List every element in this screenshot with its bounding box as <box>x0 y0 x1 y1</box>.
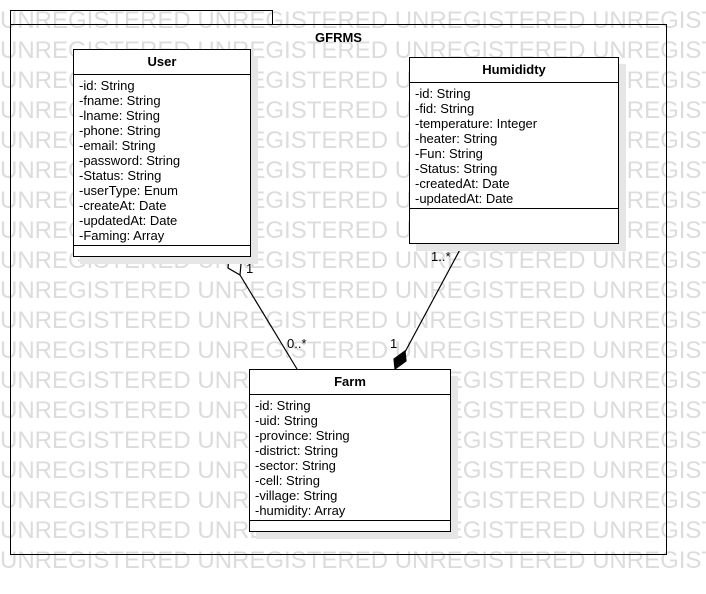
class-attribute: -Faming: Array <box>79 228 165 243</box>
class-attribute: -uid: String <box>255 413 318 428</box>
humidity-farm-association-line[interactable] <box>404 243 464 353</box>
multiplicity-farm-end-humidity: 1 <box>390 336 398 351</box>
class-attribute: -province: String <box>255 428 350 443</box>
class-humidity-operations <box>410 208 618 240</box>
class-humidity-attributes: -id: String-fid: String-temperature: Int… <box>410 83 618 208</box>
class-attribute: -village: String <box>255 488 338 503</box>
class-attribute: -Status: String <box>415 161 498 176</box>
class-attribute: -updatedAt: Date <box>415 191 514 206</box>
watermark-line: UNREGISTERED UNREGISTERED UNREGISTERED U… <box>0 547 706 574</box>
aggregation-diamond-icon <box>227 256 242 276</box>
package-gfrms[interactable]: GFRMS <box>10 24 667 555</box>
class-attribute: -id: String <box>79 78 135 93</box>
package-tab <box>10 10 273 24</box>
class-attribute: -Fun: String <box>415 146 483 161</box>
class-attribute: -email: String <box>79 138 156 153</box>
class-farm-operations <box>250 520 450 529</box>
multiplicity-user-end: 1 <box>246 261 254 276</box>
class-attribute: -updatedAt: Date <box>79 213 178 228</box>
class-attribute: -lname: String <box>79 108 160 123</box>
class-user-name: User <box>74 50 250 75</box>
class-attribute: -cell: String <box>255 473 321 488</box>
watermark-line: UNREGISTERED UNREGISTERED UNREGISTERED U… <box>0 7 706 34</box>
watermark-line: UNREGISTERED UNREGISTERED UNREGISTERED U… <box>0 337 706 364</box>
class-attribute: -createAt: Date <box>79 198 167 213</box>
class-attribute: -sector: String <box>255 458 336 473</box>
class-attribute: -heater: String <box>415 131 498 146</box>
class-farm-name: Farm <box>250 370 450 395</box>
class-user-operations <box>74 245 250 254</box>
watermark-line: UNREGISTERED UNREGISTERED UNREGISTERED U… <box>0 307 706 334</box>
class-attribute: -userType: Enum <box>79 183 178 198</box>
multiplicity-humidity-end: 1..* <box>431 249 451 264</box>
class-attribute: -district: String <box>255 443 339 458</box>
class-attribute: -humidity: Array <box>255 503 346 518</box>
class-attribute: -fname: String <box>79 93 161 108</box>
class-attribute: -createdAt: Date <box>415 176 510 191</box>
package-title: GFRMS <box>315 30 362 45</box>
class-attribute: -id: String <box>255 398 311 413</box>
class-user-attributes: -id: String-fname: String-lname: String-… <box>74 75 250 245</box>
user-farm-association-line[interactable] <box>239 274 298 370</box>
class-attribute: -password: String <box>79 153 181 168</box>
class-user[interactable]: User -id: String-fname: String-lname: St… <box>73 49 251 257</box>
class-humidity-name: Humididty <box>410 58 618 83</box>
class-attribute: -fid: String <box>415 101 475 116</box>
class-attribute: -phone: String <box>79 123 161 138</box>
class-farm[interactable]: Farm -id: String-uid: String-province: S… <box>249 369 451 532</box>
class-attribute: -id: String <box>415 86 471 101</box>
multiplicity-farm-end-user: 0..* <box>287 336 307 351</box>
class-humidity[interactable]: Humididty -id: String-fid: String-temper… <box>409 57 619 244</box>
class-attribute: -temperature: Integer <box>415 116 538 131</box>
composition-diamond-icon <box>393 349 407 371</box>
class-farm-attributes: -id: String-uid: String-province: String… <box>250 395 450 520</box>
watermark-line: UNREGISTERED UNREGISTERED UNREGISTERED U… <box>0 277 706 304</box>
class-attribute: -Status: String <box>79 168 162 183</box>
